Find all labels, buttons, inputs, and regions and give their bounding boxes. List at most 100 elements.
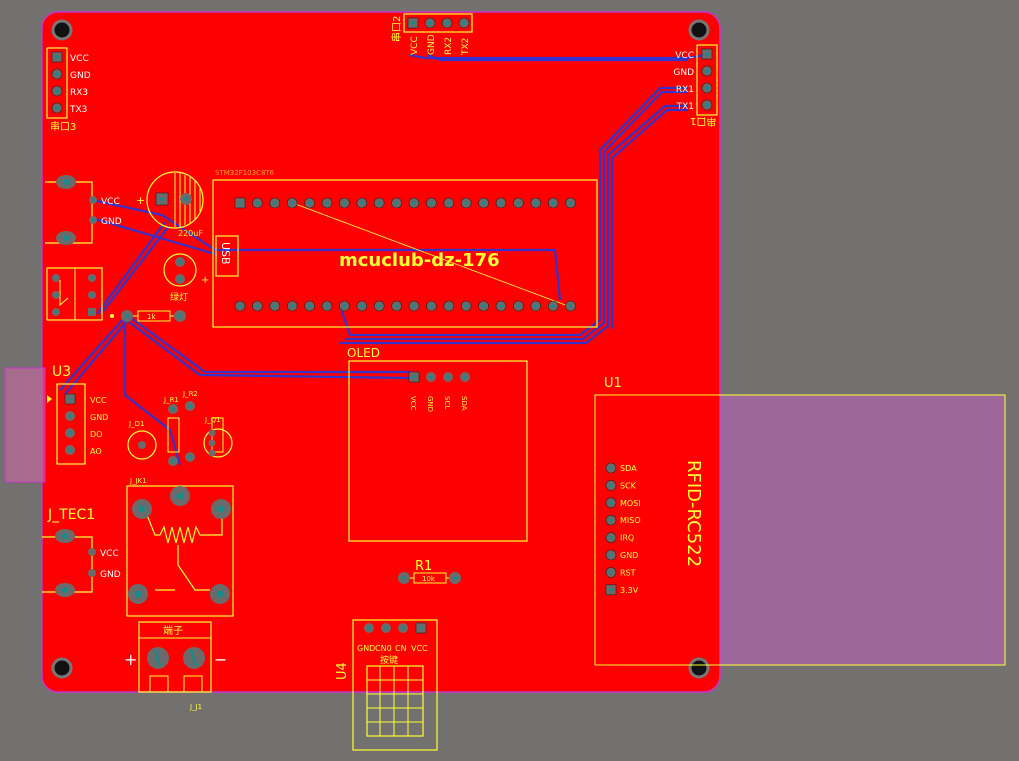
tec-ref: J_TEC1 xyxy=(47,507,95,523)
uart1-connector xyxy=(696,44,718,116)
rfid-pin-hole xyxy=(609,570,613,575)
mcu-header-pin-hole xyxy=(394,201,399,205)
u3-pin-label: DO xyxy=(90,430,102,439)
r1-value: 10k xyxy=(422,575,436,583)
resistor-1k xyxy=(110,310,186,322)
rfid-pin-label: GND xyxy=(620,551,638,560)
rfid-ref: U1 xyxy=(604,376,622,391)
oled-pin-label: SCL xyxy=(443,396,451,409)
rfid-pin-label: SCK xyxy=(620,481,637,490)
mcu-header-pin-hole xyxy=(273,304,277,308)
r1-resistor xyxy=(398,572,461,584)
mcu-header-pin-hole xyxy=(534,201,538,205)
r1-sensor-ref: J_R1 xyxy=(163,396,179,404)
mcu-header-pin-hole xyxy=(568,304,573,308)
mcu-header-pin-hole xyxy=(290,201,295,205)
mcu-header-pin-hole xyxy=(342,201,347,205)
tec-connector xyxy=(42,529,96,597)
mcu-header-pin-hole xyxy=(429,304,434,308)
mcu-header-pin-hole xyxy=(238,201,242,205)
u4-pin-label: CN0 xyxy=(375,644,392,653)
mcu-header-pin-hole xyxy=(273,201,277,205)
u3-pin-label: VCC xyxy=(90,396,107,405)
mcu-header-pin-hole xyxy=(325,201,329,205)
mcu-header-pin-hole xyxy=(325,304,329,308)
mcu-header-pin-hole xyxy=(551,201,555,205)
rfid-pin-hole xyxy=(609,466,613,470)
bottom-layer-traces xyxy=(59,53,706,466)
rfid-pin-hole xyxy=(609,483,613,488)
uart1-pin-label: RX1 xyxy=(676,85,694,95)
uart3-pin-label: GND xyxy=(70,71,91,81)
uart2-connector xyxy=(403,13,473,33)
mounting-holes xyxy=(51,19,710,679)
mcu-module-label: STM32F103C8T6 xyxy=(215,169,275,177)
led-plus-mark: + xyxy=(201,275,209,286)
resistor-1k-value: 1k xyxy=(147,313,156,321)
mcu-header-pin-hole xyxy=(255,201,260,205)
oled-footprint xyxy=(348,360,528,542)
uart1-pin-label: TX1 xyxy=(676,102,694,112)
mcu-header-pin-hole xyxy=(516,304,521,308)
capacitor-plus-mark: + xyxy=(136,194,145,207)
oled-pin-label: VCC xyxy=(409,396,417,411)
rfid-pin-label: IRQ xyxy=(620,534,634,543)
u3-keepout-area xyxy=(4,367,46,483)
power-input-jack xyxy=(45,175,97,245)
mcu-header-pin-hole xyxy=(447,201,451,205)
rfid-pin-label: MOSI xyxy=(620,499,641,508)
rfid-keepout-area xyxy=(594,394,1006,666)
board-copper xyxy=(41,11,721,693)
electrolytic-capacitor xyxy=(146,171,204,229)
power-pin-label: VCC xyxy=(101,197,120,207)
u4-pin-label: VCC xyxy=(411,644,428,653)
usb-label: USB xyxy=(219,242,232,265)
terminal-label: 端子 xyxy=(163,624,183,637)
rfid-pin-label: 3.3V xyxy=(620,586,639,595)
uart1-pin-label: VCC xyxy=(675,51,694,61)
led-footprint xyxy=(163,253,197,287)
u4-pin-label: CN xyxy=(395,644,407,653)
uart2-pin-label: RX2 xyxy=(444,37,454,55)
sensor-components xyxy=(127,401,233,466)
terminal-block xyxy=(138,621,212,693)
uart2-ref: 串口2 xyxy=(391,16,403,42)
switch-footprint xyxy=(46,267,103,321)
mcu-header-pin-hole xyxy=(464,201,469,205)
tec-pin-label: GND xyxy=(100,570,121,580)
tec-pin-label: VCC xyxy=(100,549,119,559)
mcu-header-pin-hole xyxy=(238,304,242,308)
uart2-pin-label: GND xyxy=(427,34,437,55)
r1-ref: R1 xyxy=(415,559,432,574)
mcu-header-pin-hole xyxy=(377,201,382,205)
mcu-header-pin-hole xyxy=(360,304,364,308)
oled-pin-label: GND xyxy=(426,396,434,412)
rfid-pin-hole xyxy=(609,535,613,540)
mcu-header-pin-hole xyxy=(360,201,364,205)
rfid-title: RFID-RC522 xyxy=(683,460,704,567)
u4-keypad xyxy=(352,619,438,751)
uart3-connector xyxy=(46,47,68,119)
u3-ref: U3 xyxy=(52,364,71,380)
oled-ref: OLED xyxy=(347,346,380,360)
uart2-pin-label: VCC xyxy=(410,36,420,55)
mcu-header-pin-hole xyxy=(307,201,312,205)
rfid-pin-hole xyxy=(609,588,613,592)
terminal-plus: + xyxy=(124,650,137,669)
r2-sensor-ref: J_R2 xyxy=(182,390,198,398)
terminal-minus: − xyxy=(214,650,227,669)
mcu-header-pin-hole xyxy=(464,304,469,308)
rfid-pin-hole xyxy=(609,518,613,522)
power-pin-label: GND xyxy=(101,217,122,227)
rfid-pin-hole xyxy=(609,501,613,505)
mcu-header-pin-hole xyxy=(412,201,416,205)
oled-pin-label: SDA xyxy=(460,396,468,411)
uart3-pin-label: RX3 xyxy=(70,88,88,98)
mcu-header-pin-hole xyxy=(499,201,503,205)
uart1-ref: 串口1 xyxy=(690,115,716,127)
mcu-header-pin-hole xyxy=(481,304,486,308)
mcu-header-pin-hole xyxy=(534,304,538,308)
rfid-pin-label: SDA xyxy=(620,464,637,473)
mcu-header-pin-hole xyxy=(516,201,521,205)
